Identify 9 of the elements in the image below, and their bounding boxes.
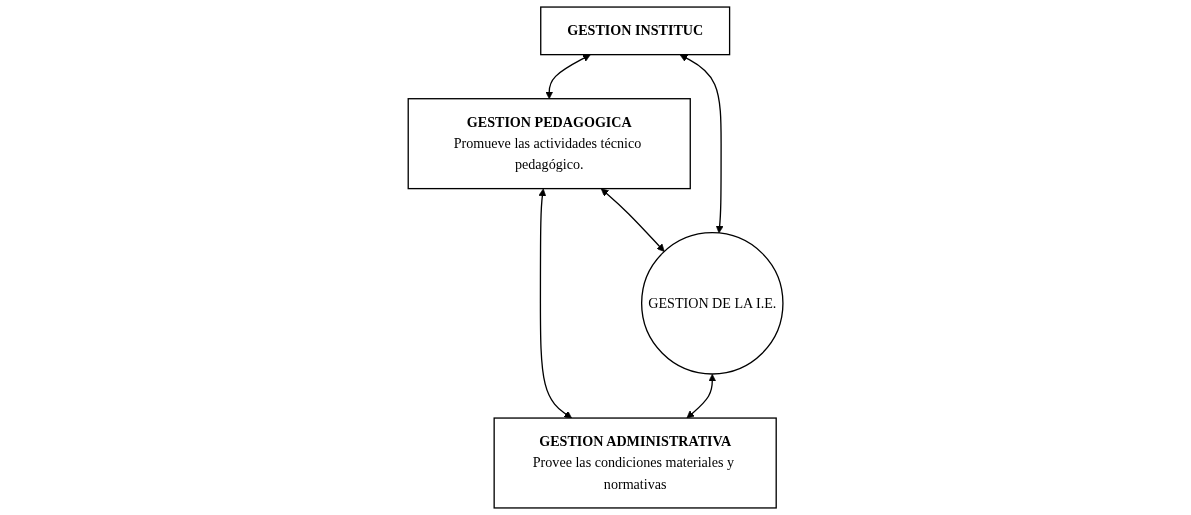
node-circle: GESTION DE LA I.E. — [640, 232, 784, 375]
arrow — [679, 54, 724, 234]
arrow — [600, 188, 665, 252]
node-box: GESTION ADMINISTRATIVA Provee las condiciones materiales y normativas — [493, 417, 777, 509]
arrow — [538, 188, 572, 419]
arrow — [545, 54, 591, 100]
node-box: GESTION INSTITUC — [540, 6, 731, 56]
node-box: GESTION PEDAGOGICA Promueve las actividades técnico pedagógico. — [407, 98, 691, 190]
arrow — [686, 374, 717, 419]
